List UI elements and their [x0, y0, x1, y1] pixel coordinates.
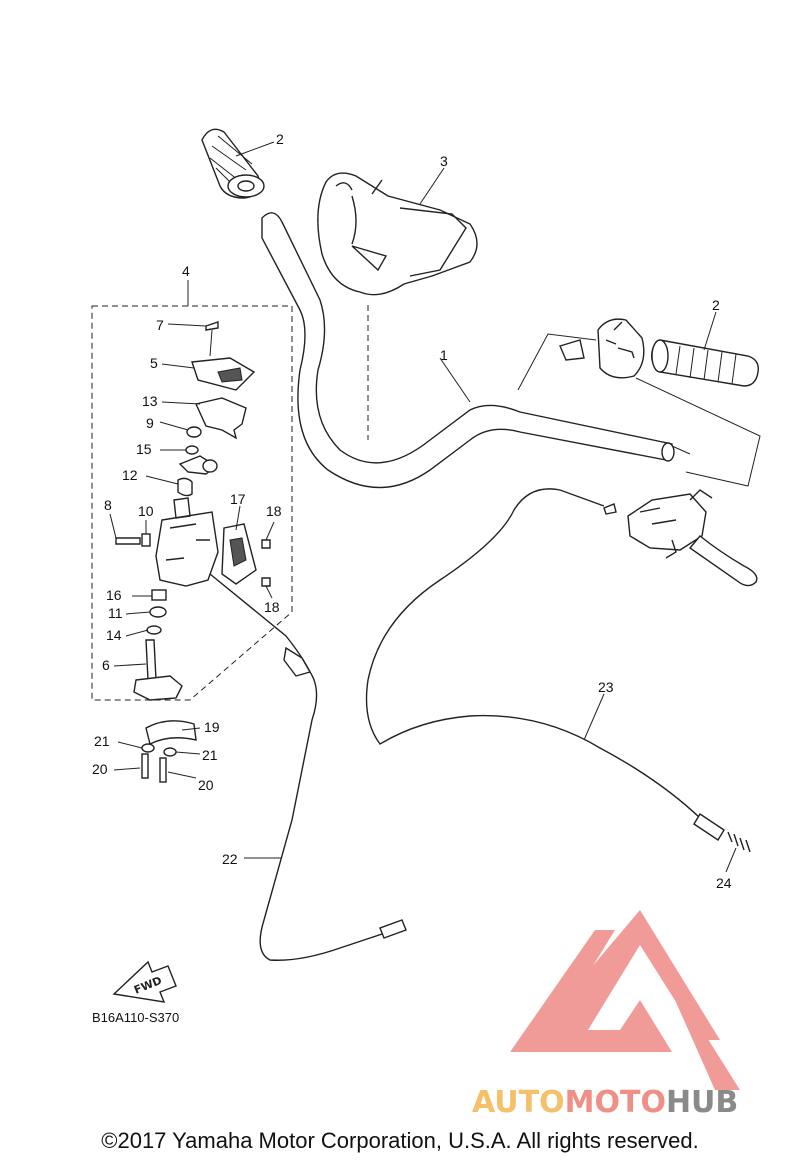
- callout-2-right: 2: [712, 297, 720, 313]
- callout-10: 10: [138, 503, 154, 519]
- diagram-code: B16A110-S370: [92, 1010, 179, 1025]
- watermark-auto: AUTO: [472, 1085, 565, 1120]
- cable-23-fitting: [693, 813, 725, 841]
- right-grip: [650, 339, 759, 387]
- callout-numbers: 2 3 4 7 1 2 5 13 9 15 12 8 10 17 18 16 1…: [92, 131, 732, 891]
- callout-11: 11: [108, 605, 123, 621]
- callout-13: 13: [142, 393, 158, 409]
- assembly-outline: [517, 333, 761, 487]
- watermark-hub: HUB: [666, 1085, 738, 1120]
- throttle-cable: [209, 573, 383, 961]
- callout-2: 2: [276, 131, 284, 147]
- callout-24: 24: [716, 875, 732, 891]
- callout-8: 8: [104, 497, 112, 513]
- callout-19: 19: [204, 719, 220, 735]
- watermark-text: AUTOMOTOHUB: [472, 1085, 738, 1120]
- copyright-notice: ©2017 Yamaha Motor Corporation, U.S.A. A…: [101, 1128, 699, 1153]
- callout-20-right: 20: [198, 777, 214, 793]
- left-grip: [201, 128, 265, 199]
- callout-1: 1: [440, 347, 448, 363]
- throttle-parts: [115, 321, 271, 701]
- watermark-moto: MOTO: [565, 1085, 666, 1120]
- assembly-box: [91, 305, 293, 701]
- handlebar: [261, 212, 675, 489]
- callout-3: 3: [440, 153, 448, 169]
- callout-12: 12: [122, 467, 138, 483]
- callout-14: 14: [106, 627, 122, 643]
- return-spring: [727, 831, 751, 853]
- callout-6: 6: [102, 657, 110, 673]
- callout-18-lower: 18: [264, 599, 280, 615]
- callout-5: 5: [150, 355, 158, 371]
- callout-leaders: [109, 141, 737, 873]
- cable-22-end: [283, 646, 312, 677]
- handlebar-cover: [317, 172, 478, 296]
- callout-21-right: 21: [202, 747, 218, 763]
- callout-18: 18: [266, 503, 282, 519]
- brake-lever-assembly: [603, 489, 758, 587]
- fwd-arrow-icon: FWD: [112, 960, 177, 1003]
- callout-15: 15: [136, 441, 152, 457]
- automotohub-logo: [510, 910, 740, 1090]
- callout-23: 23: [598, 679, 614, 695]
- brake-cable: [365, 488, 721, 833]
- callout-17: 17: [230, 491, 246, 507]
- callout-9: 9: [146, 415, 154, 431]
- callout-22: 22: [222, 851, 238, 867]
- clamp-parts: [141, 720, 197, 783]
- callout-7: 7: [156, 317, 164, 333]
- cable-22-fitting: [379, 919, 407, 939]
- callout-4: 4: [182, 263, 190, 279]
- callout-16: 16: [106, 587, 122, 603]
- callout-21: 21: [94, 733, 110, 749]
- right-switch-assembly: [559, 318, 645, 379]
- callout-20: 20: [92, 761, 108, 777]
